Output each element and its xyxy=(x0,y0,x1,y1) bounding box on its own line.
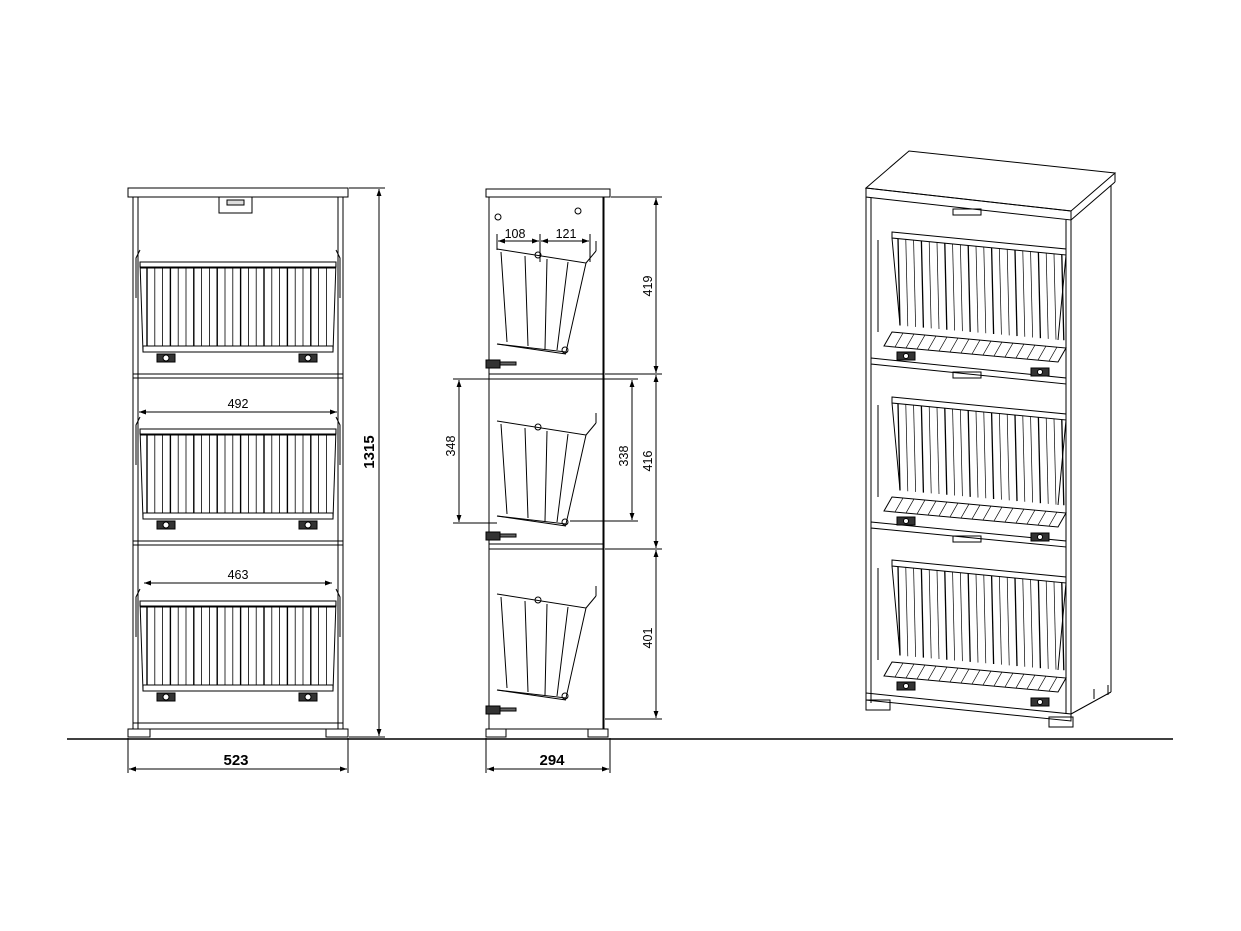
dim-label-401: 401 xyxy=(641,628,655,649)
front-foot-left xyxy=(127,728,151,738)
hinge-icon xyxy=(1030,697,1050,707)
side-basket xyxy=(485,586,597,715)
front-foot-right xyxy=(325,728,349,738)
front-plinth xyxy=(132,722,344,730)
front-basket xyxy=(135,249,341,363)
dim-label-416: 416 xyxy=(641,451,655,472)
iso-basket xyxy=(877,559,1067,707)
dim-label-419: 419 xyxy=(641,276,655,297)
front-top-handle xyxy=(218,197,253,214)
side-foot-front xyxy=(485,728,507,738)
front-basket xyxy=(135,416,341,530)
hinge-icon xyxy=(485,531,517,541)
side-top-panel xyxy=(485,188,611,198)
hinge-icon xyxy=(485,359,517,369)
front-top-panel xyxy=(127,187,349,198)
hinge-icon xyxy=(485,705,517,715)
hinge-icon xyxy=(156,692,176,702)
dim-label-492: 492 xyxy=(228,397,249,411)
hinge-icon xyxy=(156,520,176,530)
hinge-icon xyxy=(156,353,176,363)
iso-foot-left xyxy=(865,699,891,711)
front-basket xyxy=(135,588,341,702)
iso-shelf-2 xyxy=(870,521,1067,548)
hinge-icon xyxy=(298,353,318,363)
front-body xyxy=(132,196,344,730)
dim-label-108: 108 xyxy=(505,227,526,241)
iso-basket xyxy=(877,231,1067,377)
hinge-icon xyxy=(896,681,916,691)
side-body xyxy=(488,196,605,730)
hinge-icon xyxy=(298,692,318,702)
side-foot-back xyxy=(587,728,609,738)
iso-shelf-1 xyxy=(870,357,1067,385)
dim-label-1315: 1315 xyxy=(361,435,378,468)
hinge-icon xyxy=(1030,532,1050,542)
side-dimensions xyxy=(453,196,662,773)
dim-label-294: 294 xyxy=(539,752,565,769)
iso-foot-right xyxy=(1048,716,1074,728)
dim-label-348: 348 xyxy=(444,436,458,457)
iso-plinth xyxy=(865,692,1072,722)
side-basket xyxy=(485,241,597,369)
dim-label-523: 523 xyxy=(223,752,248,769)
side-view xyxy=(485,188,611,738)
dim-label-463: 463 xyxy=(228,568,249,582)
hinge-icon xyxy=(298,520,318,530)
perspective-view xyxy=(864,150,1117,728)
hinge-icon xyxy=(896,351,916,361)
dim-label-338: 338 xyxy=(617,446,631,467)
front-view xyxy=(127,187,349,738)
iso-basket xyxy=(877,396,1067,542)
side-basket xyxy=(485,413,597,541)
hinge-icon xyxy=(896,516,916,526)
dim-label-121: 121 xyxy=(556,227,577,241)
front-dimensions xyxy=(127,187,385,773)
hinge-icon xyxy=(1030,367,1050,377)
